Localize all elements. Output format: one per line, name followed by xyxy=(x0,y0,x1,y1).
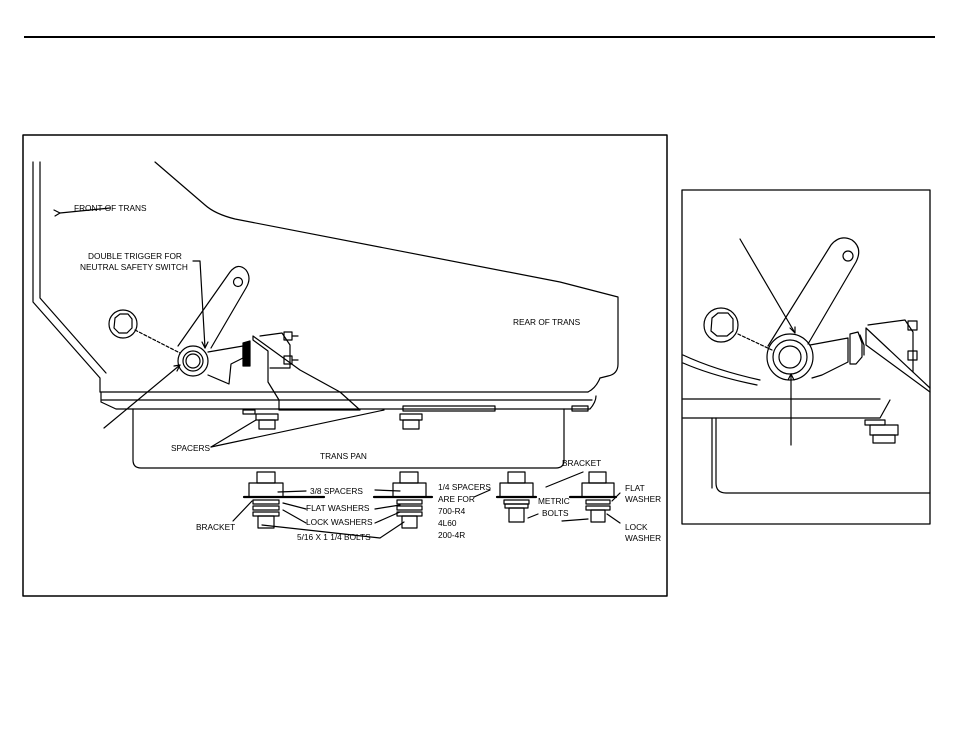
label-lock-washers: LOCK WASHERS xyxy=(306,517,373,527)
label-bracket-top: BRACKET xyxy=(562,458,601,468)
label-quarter-spacers-3: 700-R4 xyxy=(438,506,466,516)
label-double-trigger-1: DOUBLE TRIGGER FOR xyxy=(88,251,182,261)
label-metric-1: METRIC xyxy=(538,496,570,506)
bolt-stack-metric-left xyxy=(497,472,536,522)
label-metric-2: BOLTS xyxy=(542,508,569,518)
label-spacers: SPACERS xyxy=(171,443,211,453)
switch-bracket xyxy=(253,332,360,410)
label-lock-washer-1: LOCK xyxy=(625,522,648,532)
main-leaders xyxy=(54,208,384,447)
double-trigger-lever xyxy=(178,266,250,384)
label-front-of-trans: FRONT OF TRANS xyxy=(74,203,147,213)
label-quarter-spacers-5: 200-4R xyxy=(438,530,465,540)
label-trans-pan: TRANS PAN xyxy=(320,451,367,461)
label-lock-washer-2: WASHER xyxy=(625,533,661,543)
label-double-trigger-2: NEUTRAL SAFETY SWITCH xyxy=(80,262,188,272)
label-quarter-spacers-2: ARE FOR xyxy=(438,494,475,504)
inset-case xyxy=(683,355,930,493)
inset-bracket xyxy=(866,320,930,392)
inset-bolt-head xyxy=(704,308,772,350)
case-bolt-head xyxy=(109,310,180,353)
label-5-16-bolts: 5/16 X 1 1/4 BOLTS xyxy=(297,532,371,542)
label-flat-washer-1: FLAT xyxy=(625,483,645,493)
label-quarter-spacers-1: 1/4 SPACERS xyxy=(438,482,491,492)
label-rear-of-trans: REAR OF TRANS xyxy=(513,317,581,327)
inset-leaders xyxy=(740,239,795,445)
inset-frame xyxy=(682,190,930,524)
label-bracket-left: BRACKET xyxy=(196,522,235,532)
label-quarter-spacers-4: 4L60 xyxy=(438,518,457,528)
label-3-8-spacers: 3/8 SPACERS xyxy=(310,486,363,496)
label-flat-washer-2: WASHER xyxy=(625,494,661,504)
label-flat-washers: FLAT WASHERS xyxy=(306,503,370,513)
bolt-stack-metric-right xyxy=(570,472,616,522)
